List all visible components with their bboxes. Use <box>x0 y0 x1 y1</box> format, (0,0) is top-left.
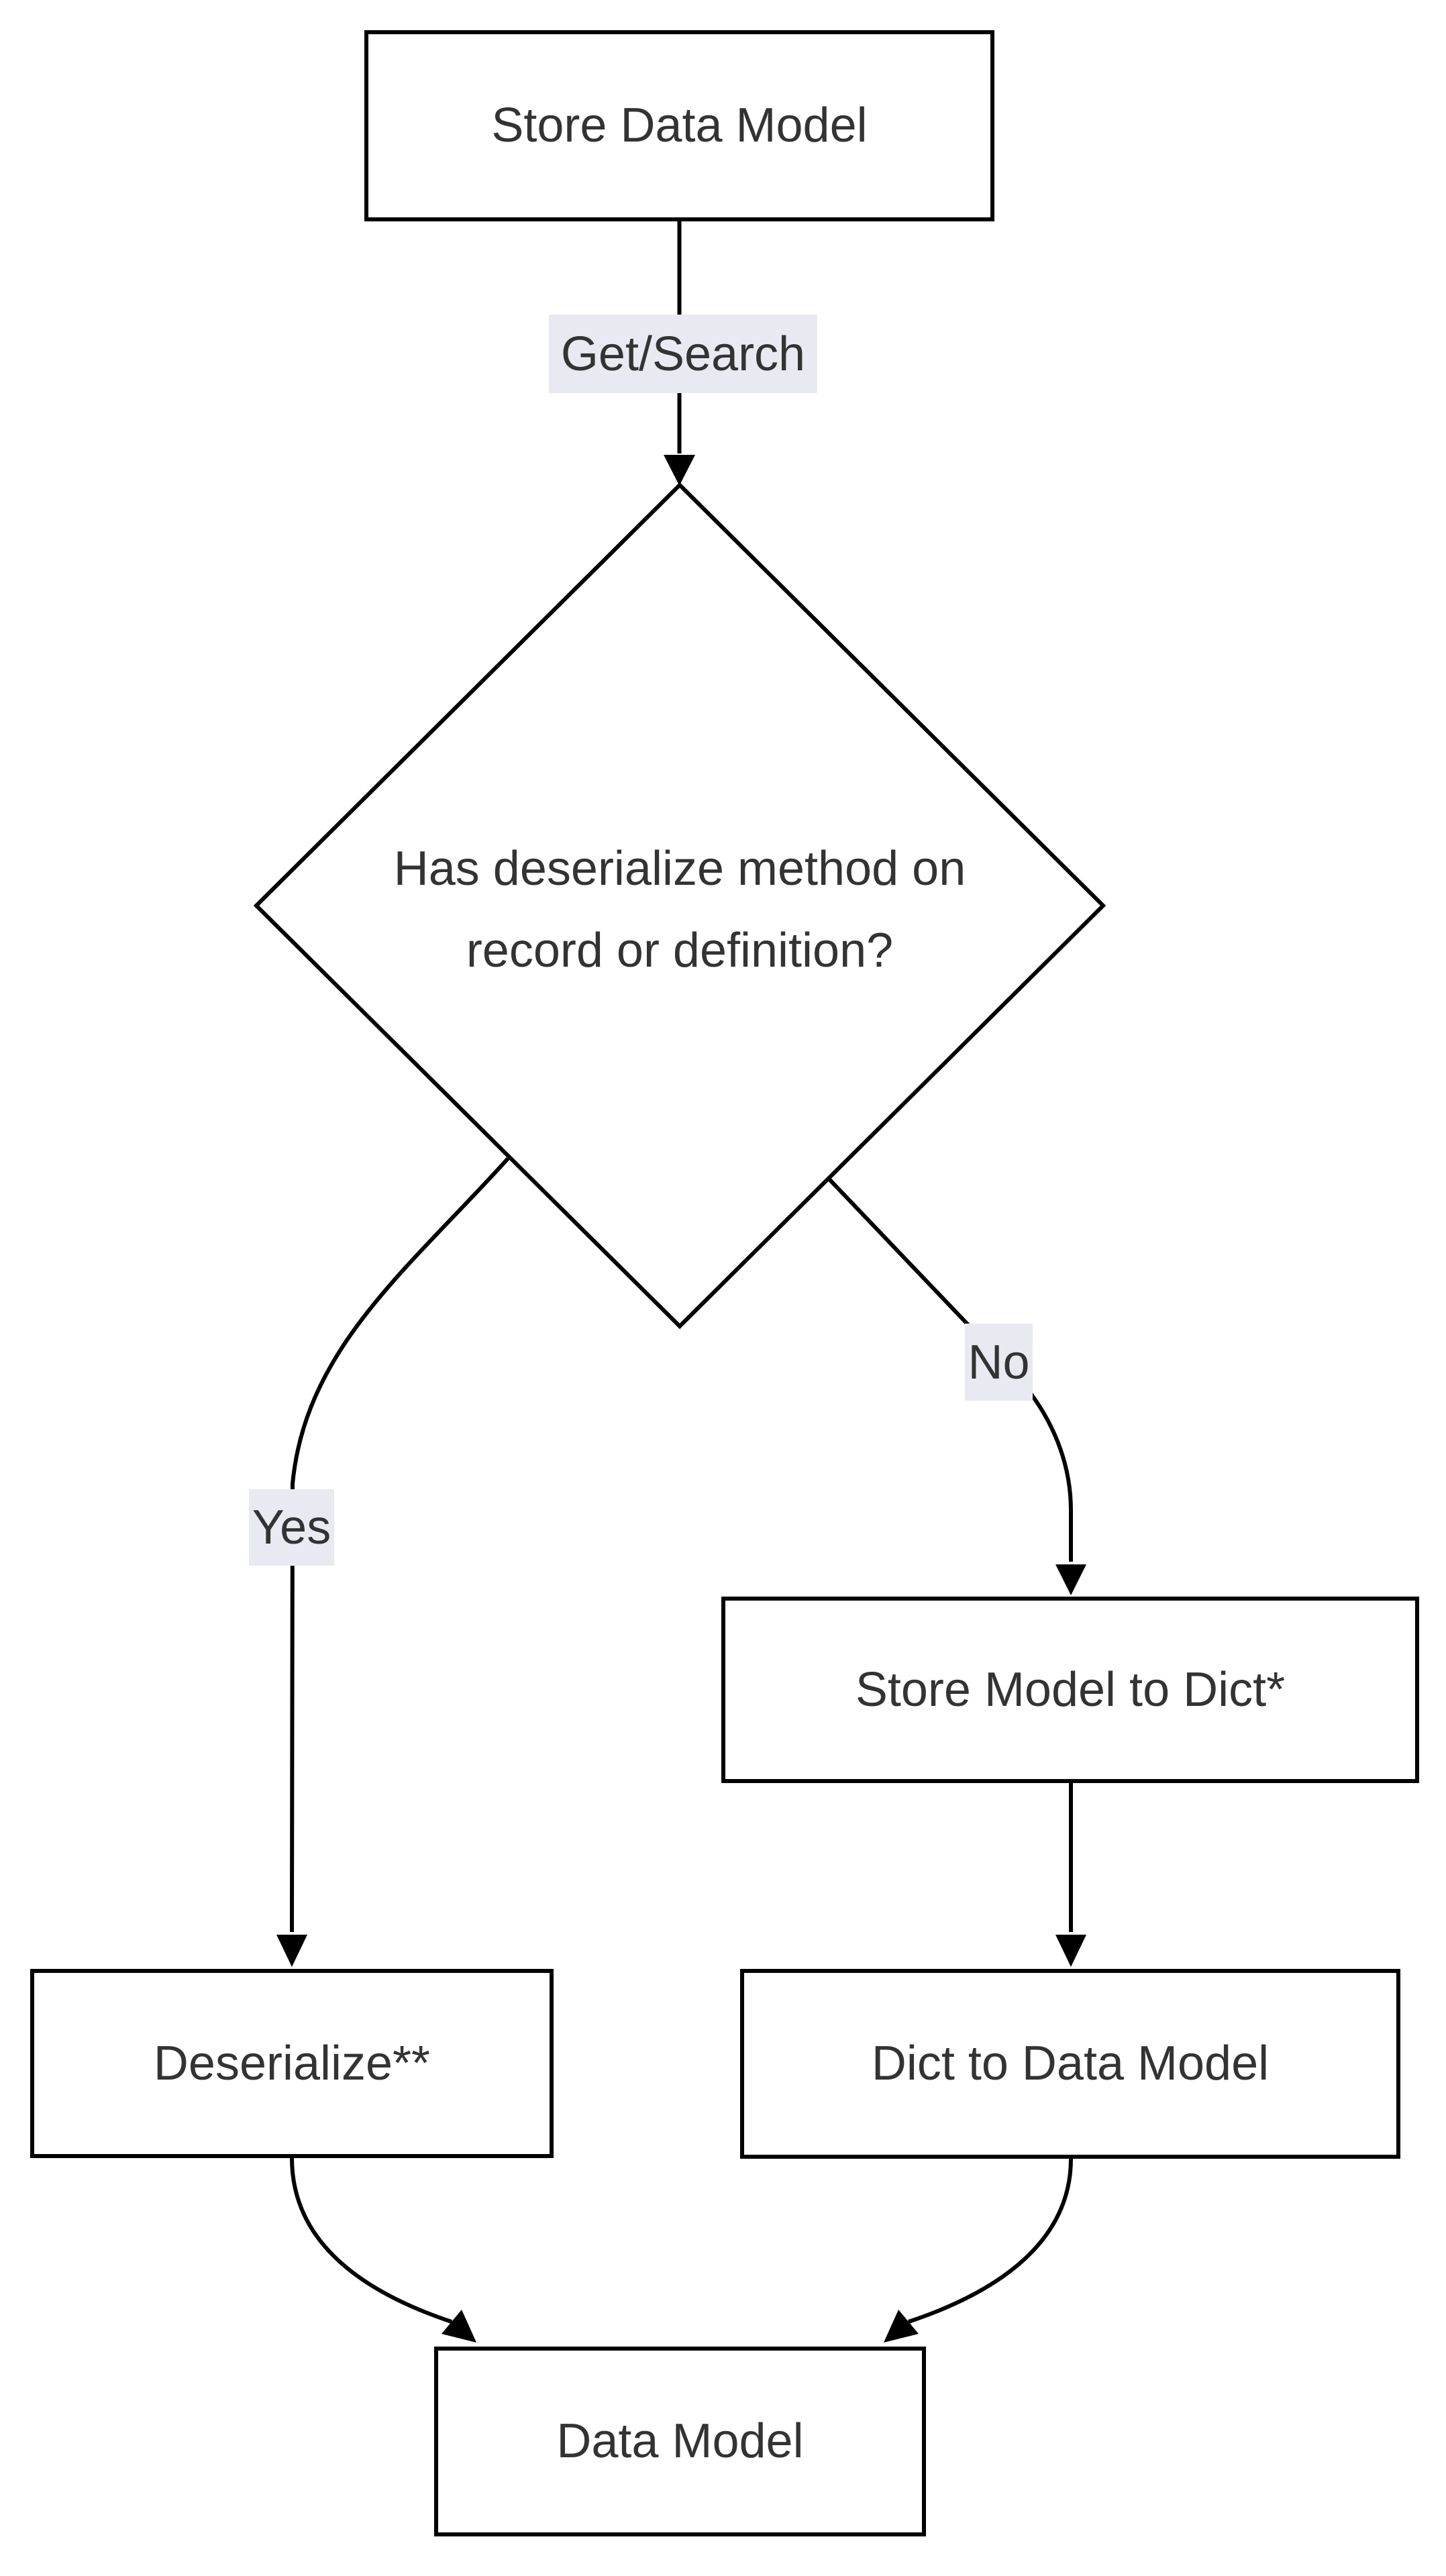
edge-dict-to-data-model-node <box>908 2158 1073 2324</box>
arrowhead-down-icon <box>1055 1935 1086 1967</box>
decision-has-deserialize-method: Has deserialize method on record or defi… <box>344 828 1015 991</box>
edge-decision-no-to-store-model <box>827 1177 1073 1562</box>
arrowhead-down-left-icon <box>884 2310 919 2343</box>
edge-decision-yes-to-deserialize <box>290 1157 510 1933</box>
node-store-data-model: Store Data Model <box>364 30 994 221</box>
arrowhead-down-right-icon <box>442 2310 476 2343</box>
edge-label-no: No <box>965 1324 1033 1401</box>
node-deserialize: Deserialize** <box>30 1969 554 2158</box>
edge-label-text: Get/Search <box>560 327 806 381</box>
node-data-model: Data Model <box>434 2347 926 2536</box>
node-label: Dict to Data Model <box>871 2037 1270 2091</box>
decision-label-line-2: record or definition? <box>466 924 894 977</box>
arrowhead-down-icon <box>276 1935 307 1967</box>
decision-label-line-1: Has deserialize method on <box>393 842 966 896</box>
node-label: Data Model <box>556 2414 804 2469</box>
arrowhead-down-icon <box>664 455 695 486</box>
node-dict-to-data-model: Dict to Data Model <box>740 1969 1400 2159</box>
edge-label-get-search: Get/Search <box>549 315 817 393</box>
edge-label-text: No <box>968 1335 1030 1389</box>
edge-label-text: Yes <box>252 1501 331 1554</box>
arrowhead-down-icon <box>1055 1564 1086 1595</box>
node-store-model-to-dict: Store Model to Dict* <box>721 1597 1419 1783</box>
edge-label-yes: Yes <box>249 1489 334 1566</box>
node-label: Deserialize** <box>153 2036 431 2090</box>
node-label: Store Model to Dict* <box>855 1662 1286 1717</box>
decision-diamond-shape <box>253 482 1106 1330</box>
edge-deserialize-to-data-model <box>290 2157 452 2324</box>
node-label: Store Data Model <box>491 99 868 153</box>
